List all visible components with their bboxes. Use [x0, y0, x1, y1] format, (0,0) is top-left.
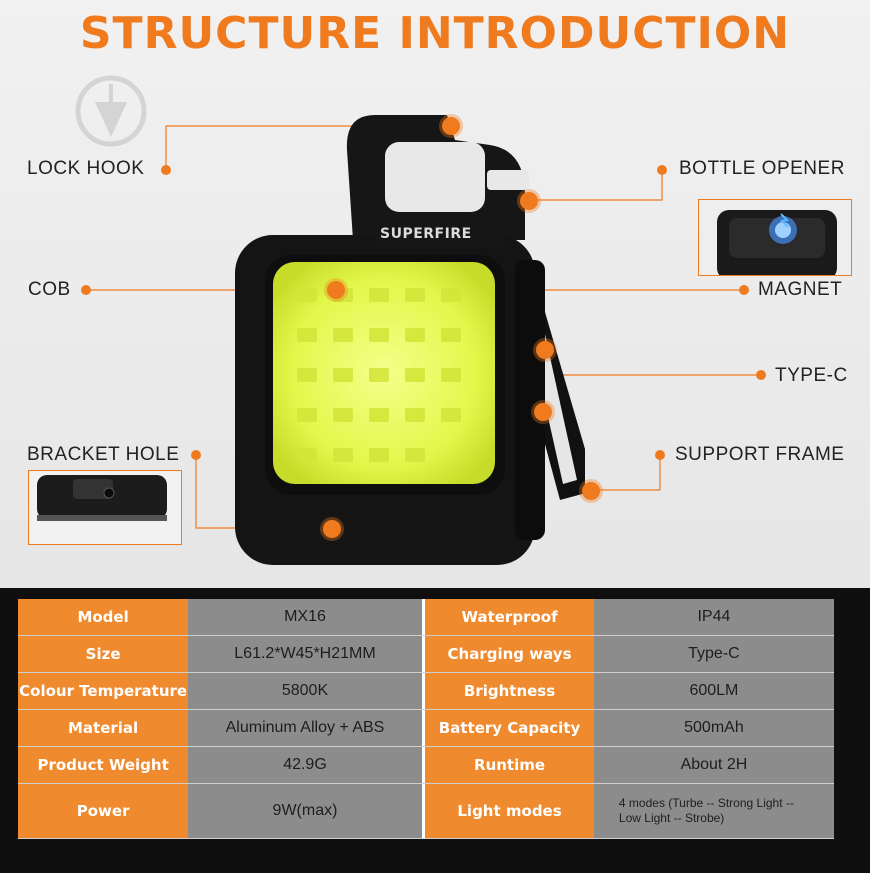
bottle-opener-marker [520, 192, 538, 210]
brand-label: SUPERFIRE [380, 226, 472, 242]
type-c-marker [534, 403, 552, 421]
table-row: Power 9W(max) Light modes 4 modes (Turbe… [18, 784, 834, 839]
table-row: Size L61.2*W45*H21MM Charging ways Type-… [18, 636, 834, 673]
spec-key: Size [18, 636, 189, 673]
table-row: Product Weight 42.9G Runtime About 2H [18, 747, 834, 784]
spec-key: Colour Temperature [18, 673, 189, 710]
lock-hook-marker [442, 117, 460, 135]
spec-key: Product Weight [18, 747, 189, 784]
table-row: Material Aluminum Alloy + ABS Battery Ca… [18, 710, 834, 747]
callout-bottle-opener: BOTTLE OPENER [679, 158, 845, 179]
table-row: Colour Temperature 5800K Brightness 600L… [18, 673, 834, 710]
magnet-marker [536, 341, 554, 359]
spec-value: 5800K [188, 673, 422, 710]
spec-table-panel: Model MX16 Waterproof IP44 Size L61.2*W4… [0, 588, 870, 873]
page-title: STRUCTURE INTRODUCTION [79, 8, 791, 59]
spec-value: 4 modes (Turbe -- Strong Light -- Low Li… [618, 796, 794, 825]
spec-key: Material [18, 710, 189, 747]
callout-dot [657, 165, 667, 175]
flashlight-device-image [235, 115, 585, 565]
spec-key: Battery Capacity [425, 710, 594, 747]
callout-type-c: TYPE-C [775, 365, 848, 386]
spec-value: IP44 [593, 599, 834, 636]
spec-value: Aluminum Alloy + ABS [188, 710, 422, 747]
watermark-logo-icon [75, 75, 147, 147]
callout-dot [81, 285, 91, 295]
spec-key: Charging ways [425, 636, 594, 673]
spec-value: 9W(max) [188, 784, 422, 839]
cob-marker [327, 281, 345, 299]
support-frame-marker [582, 482, 600, 500]
spec-value: 42.9G [188, 747, 422, 784]
spec-key: Power [18, 784, 189, 839]
spec-table: Model MX16 Waterproof IP44 Size L61.2*W4… [18, 599, 834, 839]
spec-key: Runtime [425, 747, 594, 784]
callout-dot [756, 370, 766, 380]
spec-key: Waterproof [425, 599, 594, 636]
callout-bracket-hole: BRACKET HOLE [27, 444, 180, 465]
callout-magnet: MAGNET [758, 279, 843, 300]
spec-value: MX16 [188, 599, 422, 636]
spec-key: Brightness [425, 673, 594, 710]
magnet-inset-image [698, 199, 852, 276]
spec-value: Type-C [593, 636, 834, 673]
bracket-hole-marker [323, 520, 341, 538]
callout-dot [739, 285, 749, 295]
spec-value: L61.2*W45*H21MM [188, 636, 422, 673]
spec-value: About 2H [593, 747, 834, 784]
spec-value: 500mAh [593, 710, 834, 747]
spec-value: 600LM [593, 673, 834, 710]
spec-key: Model [18, 599, 189, 636]
callout-dot [161, 165, 171, 175]
callout-dot [655, 450, 665, 460]
spec-key: Light modes [425, 784, 594, 839]
callout-support-frame: SUPPORT FRAME [675, 444, 845, 465]
callout-dot [191, 450, 201, 460]
callout-cob: COB [28, 279, 71, 300]
table-row: Model MX16 Waterproof IP44 [18, 599, 834, 636]
callout-lock-hook: LOCK HOOK [27, 158, 145, 179]
bracket-hole-inset-image [28, 470, 182, 545]
